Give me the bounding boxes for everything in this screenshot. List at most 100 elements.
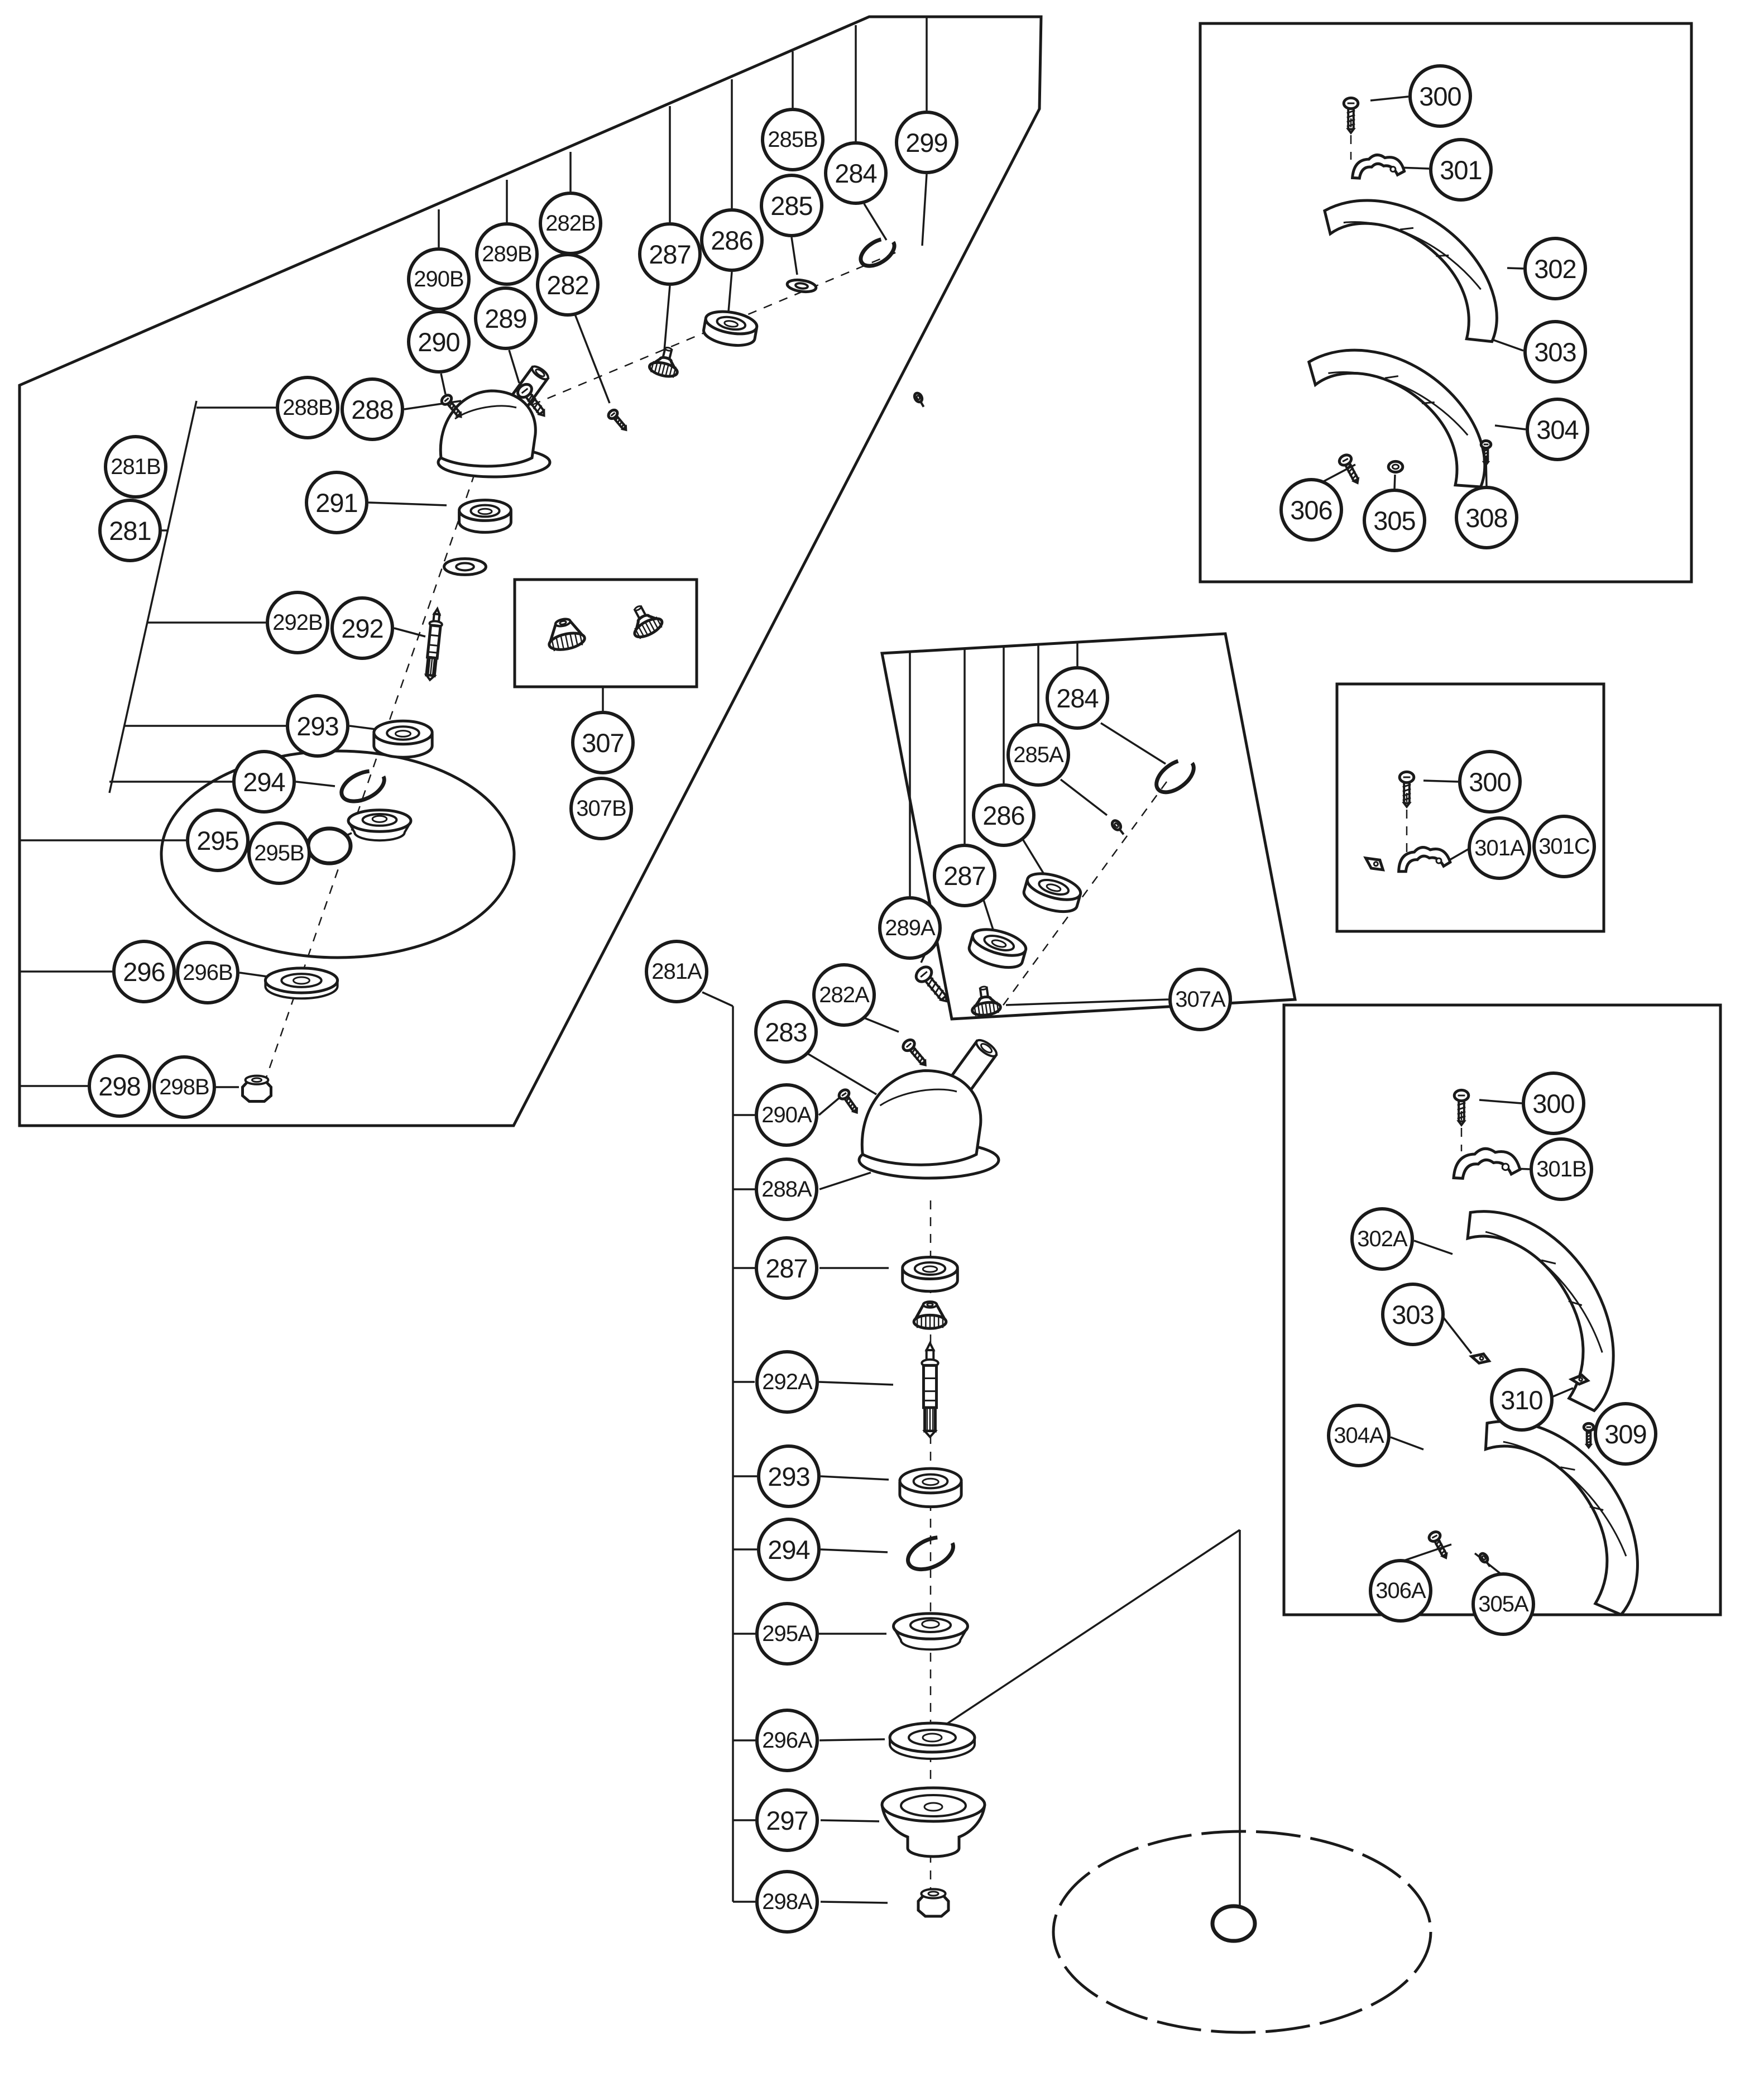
callout-281B[interactable]: 281B	[104, 435, 167, 499]
callout-284[interactable]: 284	[1046, 666, 1109, 730]
part-pin-sketch	[1478, 1552, 1491, 1567]
callout-295A[interactable]: 295A	[755, 1602, 819, 1666]
callout-289[interactable]: 289	[474, 286, 538, 350]
part-bracket-sketch	[1363, 856, 1385, 872]
part-screw-sketch	[914, 965, 948, 1003]
callout-308[interactable]: 308	[1455, 486, 1518, 549]
callout-288A[interactable]: 288A	[755, 1157, 818, 1221]
callout-287[interactable]: 287	[638, 222, 702, 286]
callout-300[interactable]: 300	[1458, 750, 1522, 814]
part-guard-sketch	[1323, 199, 1498, 343]
callout-302A[interactable]: 302A	[1350, 1207, 1414, 1271]
callout-285B[interactable]: 285B	[761, 108, 825, 171]
callout-label: 292B	[272, 610, 323, 635]
callout-293[interactable]: 293	[286, 694, 349, 758]
part-nut-sketch	[241, 1074, 272, 1103]
callout-282A[interactable]: 282A	[812, 963, 876, 1027]
leader-line	[1479, 1099, 1522, 1104]
callout-289B[interactable]: 289B	[475, 222, 539, 286]
leader-line	[1390, 1436, 1424, 1451]
part-screw-sketch	[1453, 1088, 1470, 1127]
callout-289A[interactable]: 289A	[878, 896, 942, 960]
callout-299[interactable]: 299	[895, 111, 958, 174]
callout-303[interactable]: 303	[1523, 320, 1587, 384]
callout-307B[interactable]: 307B	[569, 777, 633, 840]
callout-301[interactable]: 301	[1429, 138, 1493, 202]
callout-286[interactable]: 286	[700, 208, 764, 272]
callout-301A[interactable]: 301A	[1468, 816, 1531, 880]
callout-300[interactable]: 300	[1408, 64, 1472, 128]
callout-307A[interactable]: 307A	[1168, 968, 1232, 1031]
leader-line	[1413, 1240, 1453, 1255]
callout-298[interactable]: 298	[88, 1054, 151, 1118]
part-housing-sketch	[857, 1039, 1000, 1180]
part-bearing-sketch	[372, 719, 434, 759]
callout-label: 296A	[762, 1728, 812, 1753]
callout-282[interactable]: 282	[536, 253, 600, 317]
callout-285[interactable]: 285	[760, 174, 823, 237]
callout-label: 298	[98, 1071, 141, 1101]
callout-285A[interactable]: 285A	[1006, 723, 1070, 787]
callout-309[interactable]: 309	[1594, 1402, 1657, 1466]
callout-290[interactable]: 290	[407, 310, 471, 374]
callout-288B[interactable]: 288B	[276, 376, 339, 439]
leader-line	[820, 1548, 888, 1553]
part-screw-sketch	[1398, 770, 1416, 809]
callout-label: 302	[1534, 253, 1576, 284]
part-screw-sketch	[607, 408, 627, 432]
callout-307[interactable]: 307	[571, 711, 635, 774]
leader-line	[863, 203, 888, 241]
callout-295[interactable]: 295	[186, 808, 250, 872]
callout-297[interactable]: 297	[755, 1788, 819, 1852]
callout-281A[interactable]: 281A	[645, 940, 708, 1003]
callout-293[interactable]: 293	[757, 1444, 821, 1508]
callout-305A[interactable]: 305A	[1471, 1572, 1535, 1636]
callout-label: 301	[1440, 155, 1482, 185]
callout-282B[interactable]: 282B	[539, 192, 602, 255]
callout-label: 297	[766, 1805, 808, 1835]
callout-306A[interactable]: 306A	[1369, 1559, 1432, 1623]
callout-296A[interactable]: 296A	[755, 1709, 819, 1772]
part-screw-sketch	[1479, 439, 1493, 467]
callout-305[interactable]: 305	[1363, 489, 1426, 552]
callout-303[interactable]: 303	[1381, 1283, 1445, 1346]
callout-310[interactable]: 310	[1490, 1368, 1554, 1432]
part-screw-sketch	[1582, 1422, 1595, 1449]
callout-300[interactable]: 300	[1522, 1071, 1585, 1135]
callout-294[interactable]: 294	[757, 1518, 821, 1581]
callout-290B[interactable]: 290B	[407, 247, 471, 311]
callout-283[interactable]: 283	[754, 1000, 818, 1064]
callout-301C[interactable]: 301C	[1532, 815, 1596, 878]
callout-304[interactable]: 304	[1526, 398, 1589, 461]
callout-292[interactable]: 292	[330, 596, 394, 660]
callout-281[interactable]: 281	[98, 499, 162, 562]
callout-295B[interactable]: 295B	[247, 821, 311, 885]
callout-296[interactable]: 296	[112, 940, 176, 1003]
part-gearcone-sketch	[912, 1300, 948, 1330]
callout-286[interactable]: 286	[972, 783, 1036, 847]
leader-line	[1423, 779, 1459, 783]
callout-292A[interactable]: 292A	[755, 1350, 819, 1414]
callout-298A[interactable]: 298A	[755, 1870, 819, 1934]
leader-line	[819, 1738, 885, 1741]
part-flangewasher-sketch	[888, 1721, 976, 1760]
callout-298B[interactable]: 298B	[152, 1055, 216, 1119]
callout-291[interactable]: 291	[305, 471, 368, 534]
callout-290A[interactable]: 290A	[755, 1083, 818, 1147]
callout-302[interactable]: 302	[1523, 237, 1587, 300]
leader-line	[864, 1017, 899, 1033]
callout-294[interactable]: 294	[232, 750, 296, 814]
part-bearing-sketch	[898, 1467, 963, 1509]
leader-line	[820, 1475, 889, 1481]
leader-line	[1060, 778, 1108, 816]
callout-284[interactable]: 284	[824, 141, 888, 205]
callout-306[interactable]: 306	[1279, 478, 1343, 542]
callout-292B[interactable]: 292B	[266, 591, 329, 654]
callout-287[interactable]: 287	[933, 844, 996, 907]
callout-288[interactable]: 288	[341, 377, 404, 441]
callout-301B[interactable]: 301B	[1530, 1137, 1593, 1201]
callout-304A[interactable]: 304A	[1327, 1404, 1391, 1467]
callout-287[interactable]: 287	[755, 1236, 818, 1300]
callout-296B[interactable]: 296B	[176, 941, 239, 1004]
